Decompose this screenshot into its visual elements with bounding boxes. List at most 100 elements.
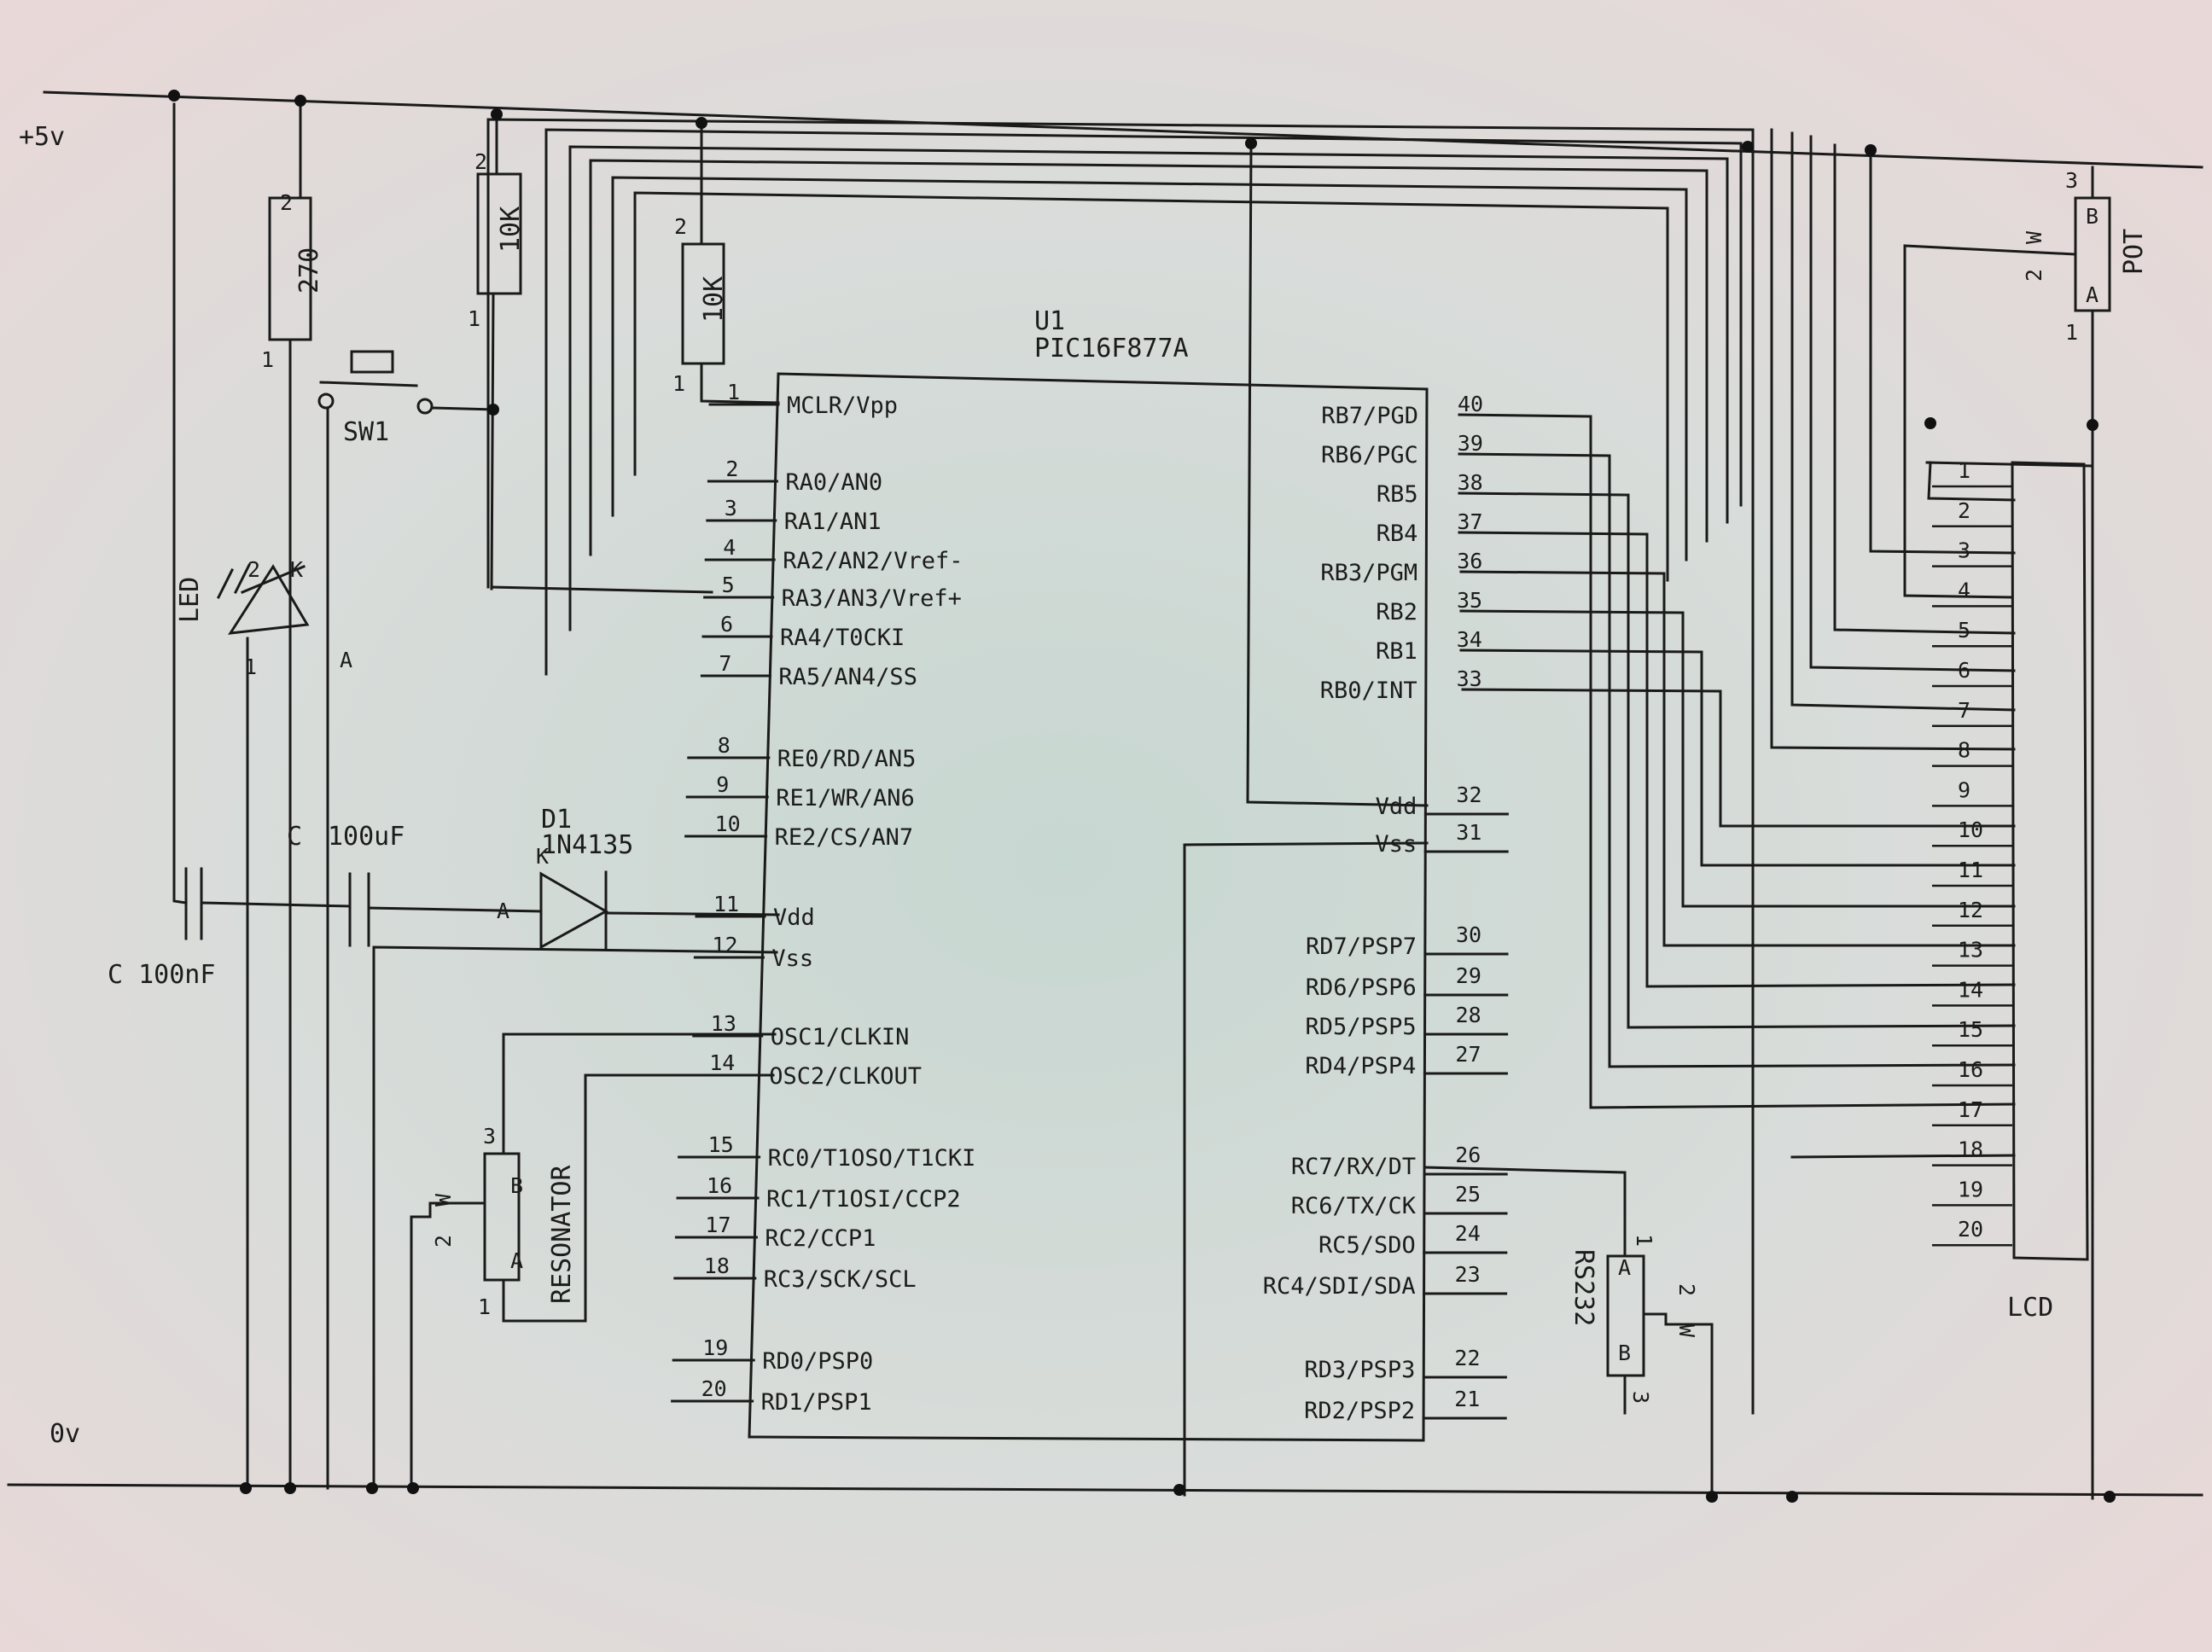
cap-small-label: C 100nF	[108, 960, 215, 990]
lcd-pin-15: 15	[1932, 1017, 2012, 1047]
ic-pin-right-number: 21	[1454, 1387, 1480, 1411]
rs232-w: W	[1674, 1324, 1699, 1338]
pot: B A 3 1 2 W POT	[1903, 166, 2149, 1500]
ic-pin-left-number: 6	[720, 612, 733, 637]
diode-ref: D1	[541, 805, 572, 835]
ic-pin-left-number: 5	[722, 573, 735, 597]
ic-pin-right-number: 27	[1455, 1042, 1481, 1067]
ic-pin-right-number: 33	[1457, 666, 1482, 691]
ic-pin-right-name: RC7/RX/DT	[1291, 1154, 1416, 1180]
ic-pin-left-number: 3	[725, 496, 737, 521]
diode-d1: D1 1N4135 K A	[497, 805, 780, 951]
lcd-pin-13: 13	[1932, 938, 2012, 967]
porta-bus-wires	[486, 118, 1755, 1415]
ic-pin-left-number: 7	[719, 651, 731, 676]
r10k-sw-pin1: 1	[468, 306, 480, 331]
res-pin1: 1	[478, 1294, 491, 1319]
lcd-pin-8: 8	[1932, 738, 2012, 767]
rs232-b: B	[1618, 1341, 1631, 1365]
ic-pin-right-name: RD6/PSP6	[1306, 974, 1417, 1001]
resistor-10k-sw: 10K 2 1	[468, 116, 713, 594]
led-pin2: 2	[247, 557, 260, 582]
ic-pin-left-name: RE1/WR/AN6	[776, 785, 915, 811]
ic-pin-right-name: RC6/TX/CK	[1291, 1193, 1417, 1219]
res-b: B	[510, 1173, 523, 1198]
ic-pin-left-number: 10	[715, 811, 741, 836]
ic-pin-right-number: 25	[1455, 1182, 1481, 1207]
lcd-pin-7: 7	[1932, 698, 2012, 728]
ic-left-pins: 1MCLR/Vpp2RA0/AN03RA1/AN14RA2/AN2/Vref-5…	[671, 380, 976, 1416]
lcd-pin-number: 14	[1958, 977, 1983, 1002]
ic-pin-right-number: 24	[1455, 1221, 1481, 1246]
rs232-pin2: 2	[1674, 1283, 1699, 1296]
r270-pin1: 1	[261, 347, 274, 372]
ic-pin-left-number: 17	[705, 1213, 731, 1237]
led-pin1: 1	[244, 654, 257, 679]
ic-pin-right-name: RB1	[1376, 638, 1417, 665]
lcd-pin-number: 20	[1958, 1217, 1983, 1242]
rs232-connector: A B 1 3 2 W RS232	[1423, 1166, 1714, 1500]
ic-pin-left-name: Vdd	[773, 905, 815, 931]
ic-ref: U1	[1034, 306, 1065, 336]
ic-part: PIC16F877A	[1034, 334, 1189, 364]
lcd-pin-number: 13	[1958, 938, 1983, 963]
ic-pin-right-name: RB5	[1377, 481, 1418, 508]
r10k-mclr-value: 10K	[699, 276, 729, 323]
res-pin3: 3	[483, 1124, 496, 1149]
ic-pin-left-name: OSC1/CLKIN	[771, 1024, 910, 1050]
res-pin2: 2	[431, 1235, 456, 1248]
ic-pin-left-name: RC2/CCP1	[765, 1225, 876, 1252]
r10k-sw-pin2: 2	[474, 149, 487, 174]
pot-b: B	[2086, 204, 2098, 229]
ic-pin-right-number: 34	[1457, 627, 1482, 652]
lcd-pin-number: 15	[1958, 1017, 1983, 1042]
resistor-10k-mclr: 10K 2 1	[672, 121, 780, 404]
lcd-pin-20: 20	[1932, 1217, 2012, 1247]
lcd-pin-3: 3	[1932, 538, 2012, 567]
ic-pin-left-number: 9	[716, 772, 729, 797]
ic-pin-right-name: RB3/PGM	[1320, 560, 1417, 586]
ic-pin-right-number: 39	[1458, 431, 1483, 456]
sw1-label: SW1	[343, 417, 389, 447]
ic-pin-right-number: 35	[1457, 588, 1482, 613]
pot-pin2: 2	[2022, 269, 2046, 282]
lcd-pin-17: 17	[1932, 1097, 2012, 1127]
ic-pin-left-number: 12	[712, 933, 737, 957]
ic-pin-left-name: RC1/T1OSI/CCP2	[766, 1186, 961, 1213]
ic-pin-left-name: RA2/AN2/Vref-	[783, 548, 963, 574]
ic-pin-right-name: RB2	[1376, 599, 1417, 625]
lcd-pin-number: 19	[1958, 1177, 1983, 1201]
ic-pin-left-number: 13	[711, 1011, 736, 1036]
led-k: K	[290, 557, 303, 582]
junction-dots	[168, 90, 2116, 1503]
lcd-pin-number: 5	[1958, 618, 1970, 643]
ic-pin-right-number: 23	[1455, 1262, 1481, 1287]
ic-pin-right-25: 25 RC6/TX/CK	[1291, 1182, 1508, 1219]
ic-pin-left-number: 16	[707, 1173, 732, 1198]
ic-pin-right-name: RD3/PSP3	[1304, 1357, 1415, 1383]
ic-pin-left-name: RC0/T1OSO/T1CKI	[768, 1145, 976, 1172]
r10k-mclr-pin2: 2	[674, 214, 687, 239]
lcd-pin-19: 19	[1932, 1177, 2012, 1207]
led-label: LED	[175, 577, 205, 623]
